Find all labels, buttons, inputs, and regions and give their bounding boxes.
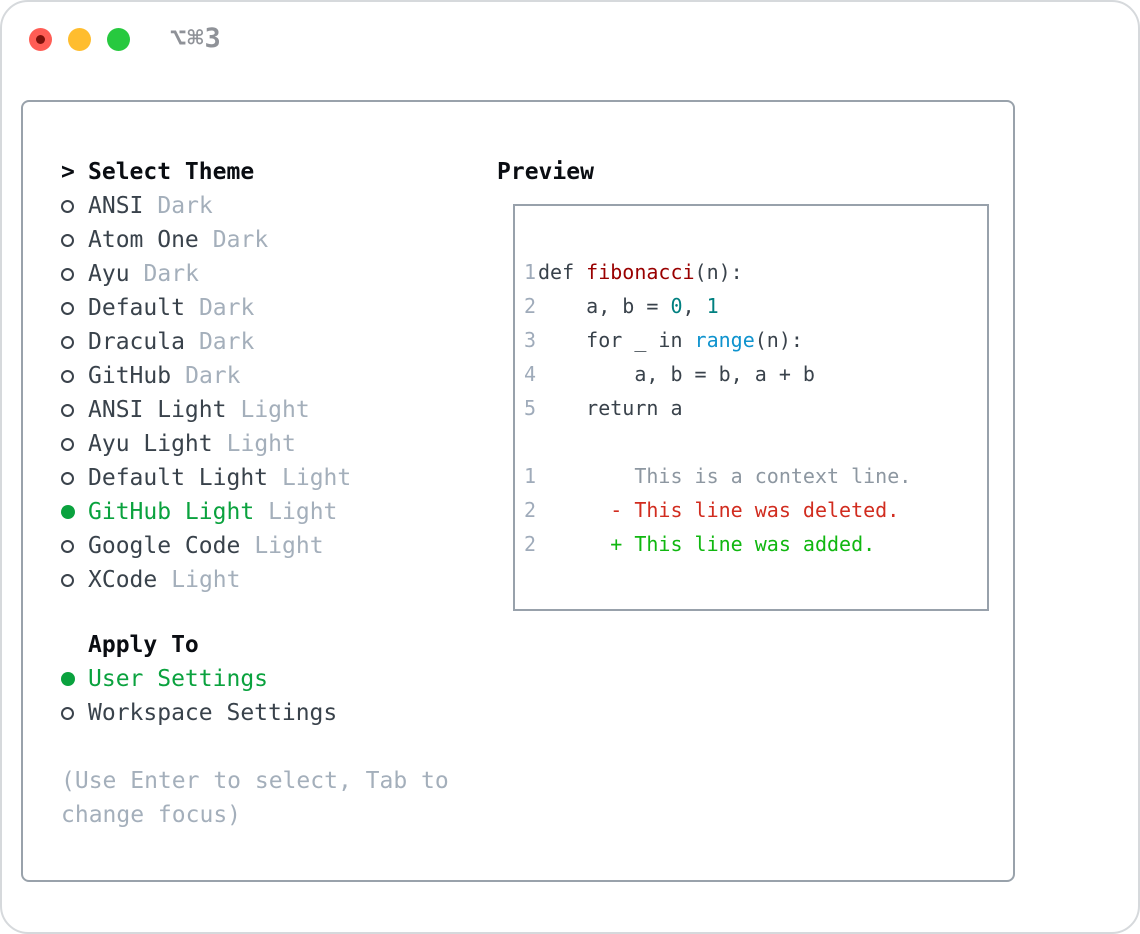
line-number: 4 bbox=[524, 362, 537, 386]
theme-item-default-light[interactable]: Default Light Light bbox=[61, 461, 351, 495]
zoom-button[interactable] bbox=[107, 28, 130, 51]
apply-to-header: Apply To bbox=[61, 628, 337, 662]
radio-icon bbox=[61, 267, 88, 281]
radio-icon bbox=[61, 437, 88, 451]
radio-icon bbox=[61, 233, 88, 247]
theme-item-google-code[interactable]: Google Code Light bbox=[61, 529, 351, 563]
theme-variant-label: Light bbox=[240, 397, 310, 423]
theme-item-dracula[interactable]: Dracula Dark bbox=[61, 325, 351, 359]
radio-selected-icon bbox=[61, 672, 88, 686]
line-number: 2 bbox=[524, 532, 537, 556]
theme-item-github[interactable]: GitHub Dark bbox=[61, 359, 351, 393]
preview-title: Preview bbox=[497, 159, 594, 185]
line-number: 2 bbox=[524, 294, 537, 318]
theme-variant-label: Light bbox=[282, 465, 352, 491]
theme-list-title: Select Theme bbox=[88, 159, 255, 185]
window-shortcut-label: ⌥⌘3 bbox=[170, 23, 222, 54]
theme-variant-label: Dark bbox=[157, 193, 213, 219]
line-number: 1 bbox=[524, 464, 537, 488]
theme-item-ansi-light[interactable]: ANSI Light Light bbox=[61, 393, 351, 427]
theme-item-label: Dracula bbox=[88, 329, 185, 355]
theme-variant-label: Light bbox=[171, 567, 241, 593]
apply-option-label: Workspace Settings bbox=[88, 700, 338, 726]
theme-item-label: GitHub bbox=[88, 363, 172, 389]
radio-icon bbox=[61, 573, 88, 587]
diff-context-line: 1 This is a context line. bbox=[524, 459, 911, 493]
theme-item-ayu-light[interactable]: Ayu Light Light bbox=[61, 427, 351, 461]
diff-added-line: 2 + This line was added. bbox=[524, 527, 911, 561]
theme-variant-label: Dark bbox=[198, 329, 255, 355]
apply-option-label: User Settings bbox=[88, 666, 269, 692]
theme-item-label: Default bbox=[88, 295, 185, 321]
code-line: 5 return a bbox=[524, 391, 911, 425]
line-number: 2 bbox=[524, 498, 537, 522]
theme-variant-label: Light bbox=[254, 533, 324, 559]
line-number: 1 bbox=[524, 260, 537, 284]
theme-item-label: Ayu bbox=[88, 261, 130, 287]
theme-variant-label: Light bbox=[226, 431, 296, 457]
theme-item-ayu[interactable]: Ayu Dark bbox=[61, 257, 351, 291]
theme-item-label: Default Light bbox=[88, 465, 269, 491]
prompt-caret-icon: > bbox=[61, 159, 75, 185]
minimize-button[interactable] bbox=[68, 28, 91, 51]
theme-variant-label: Dark bbox=[143, 261, 199, 287]
code-line: 1def fibonacci(n): bbox=[524, 255, 911, 289]
radio-selected-icon bbox=[61, 505, 88, 519]
theme-list-header: > Select Theme bbox=[61, 155, 351, 189]
close-button[interactable] bbox=[29, 28, 52, 51]
theme-variant-label: Light bbox=[268, 499, 338, 525]
theme-item-label: Atom One bbox=[88, 227, 199, 253]
blank-line bbox=[524, 425, 911, 459]
radio-icon bbox=[61, 403, 88, 417]
theme-item-label: ANSI Light bbox=[88, 397, 227, 423]
radio-icon bbox=[61, 369, 88, 383]
radio-icon bbox=[61, 706, 88, 720]
apply-option-user-settings[interactable]: User Settings bbox=[61, 662, 337, 696]
theme-item-label: Ayu Light bbox=[88, 431, 213, 457]
radio-icon bbox=[61, 301, 88, 315]
diff-deleted-line: 2 - This line was deleted. bbox=[524, 493, 911, 527]
theme-item-xcode[interactable]: XCode Light bbox=[61, 563, 351, 597]
code-line: 4 a, b = b, a + b bbox=[524, 357, 911, 391]
radio-icon bbox=[61, 539, 88, 553]
theme-item-default[interactable]: Default Dark bbox=[61, 291, 351, 325]
theme-variant-label: Dark bbox=[198, 295, 255, 321]
radio-icon bbox=[61, 471, 88, 485]
theme-item-label: GitHub Light bbox=[88, 499, 255, 525]
apply-to-title: Apply To bbox=[88, 632, 199, 658]
apply-option-workspace-settings[interactable]: Workspace Settings bbox=[61, 696, 337, 730]
theme-item-atom-one[interactable]: Atom One Dark bbox=[61, 223, 351, 257]
theme-item-label: ANSI bbox=[88, 193, 144, 219]
theme-item-github-light[interactable]: GitHub Light Light bbox=[61, 495, 351, 529]
keyboard-hint-text: (Use Enter to select, Tab to change focu… bbox=[61, 768, 449, 828]
theme-item-label: XCode bbox=[88, 567, 158, 593]
theme-variant-label: Dark bbox=[212, 227, 269, 253]
radio-icon bbox=[61, 199, 88, 213]
radio-icon bbox=[61, 335, 88, 349]
theme-item-ansi[interactable]: ANSI Dark bbox=[61, 189, 351, 223]
theme-variant-label: Dark bbox=[185, 363, 241, 389]
line-number: 5 bbox=[524, 396, 537, 420]
code-line: 2 a, b = 0, 1 bbox=[524, 289, 911, 323]
theme-item-label: Google Code bbox=[88, 533, 241, 559]
code-line: 3 for _ in range(n): bbox=[524, 323, 911, 357]
line-number: 3 bbox=[524, 328, 537, 352]
